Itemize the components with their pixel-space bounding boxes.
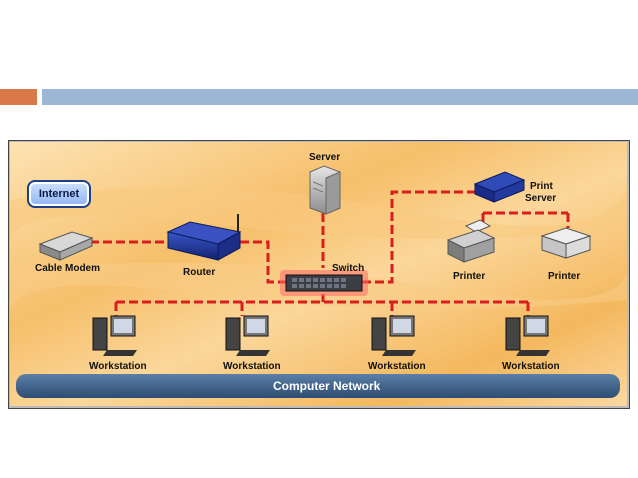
printer-icon (446, 219, 496, 263)
server-label: Server (309, 152, 341, 163)
printer-label: Printer (548, 271, 581, 282)
workstation-icon (225, 315, 270, 356)
cable-modem-label: Cable Modem (35, 263, 101, 274)
header-accent-orange (0, 89, 37, 105)
workstation-icon (92, 315, 137, 356)
header-accent-blue (42, 89, 638, 105)
switch-label: Switch (332, 263, 365, 274)
printer-label: Printer (453, 271, 486, 282)
workstation-icon (371, 315, 416, 356)
diagram-title: Computer Network (273, 379, 381, 393)
workstation-icon (505, 315, 550, 356)
internet-label: Internet (38, 188, 80, 200)
router-icon (166, 214, 242, 261)
workstation-label: Workstation (223, 361, 281, 372)
network-cables (90, 190, 570, 316)
print-server-label-line1: Print (530, 181, 553, 192)
switch-icon (280, 270, 368, 296)
footer-bar (16, 374, 620, 398)
router-label: Router (183, 267, 216, 278)
print-server-icon (473, 171, 526, 203)
network-diagram-frame (8, 140, 630, 409)
workstation-label: Workstation (89, 361, 147, 372)
workstation-label: Workstation (368, 361, 426, 372)
workstation-label: Workstation (502, 361, 560, 372)
printer-icon (540, 227, 592, 259)
server-tower-icon (309, 165, 341, 215)
cable-modem-icon (38, 231, 94, 261)
internet-pill: Internet (27, 180, 91, 208)
print-server-label-line2: Server (525, 193, 557, 204)
